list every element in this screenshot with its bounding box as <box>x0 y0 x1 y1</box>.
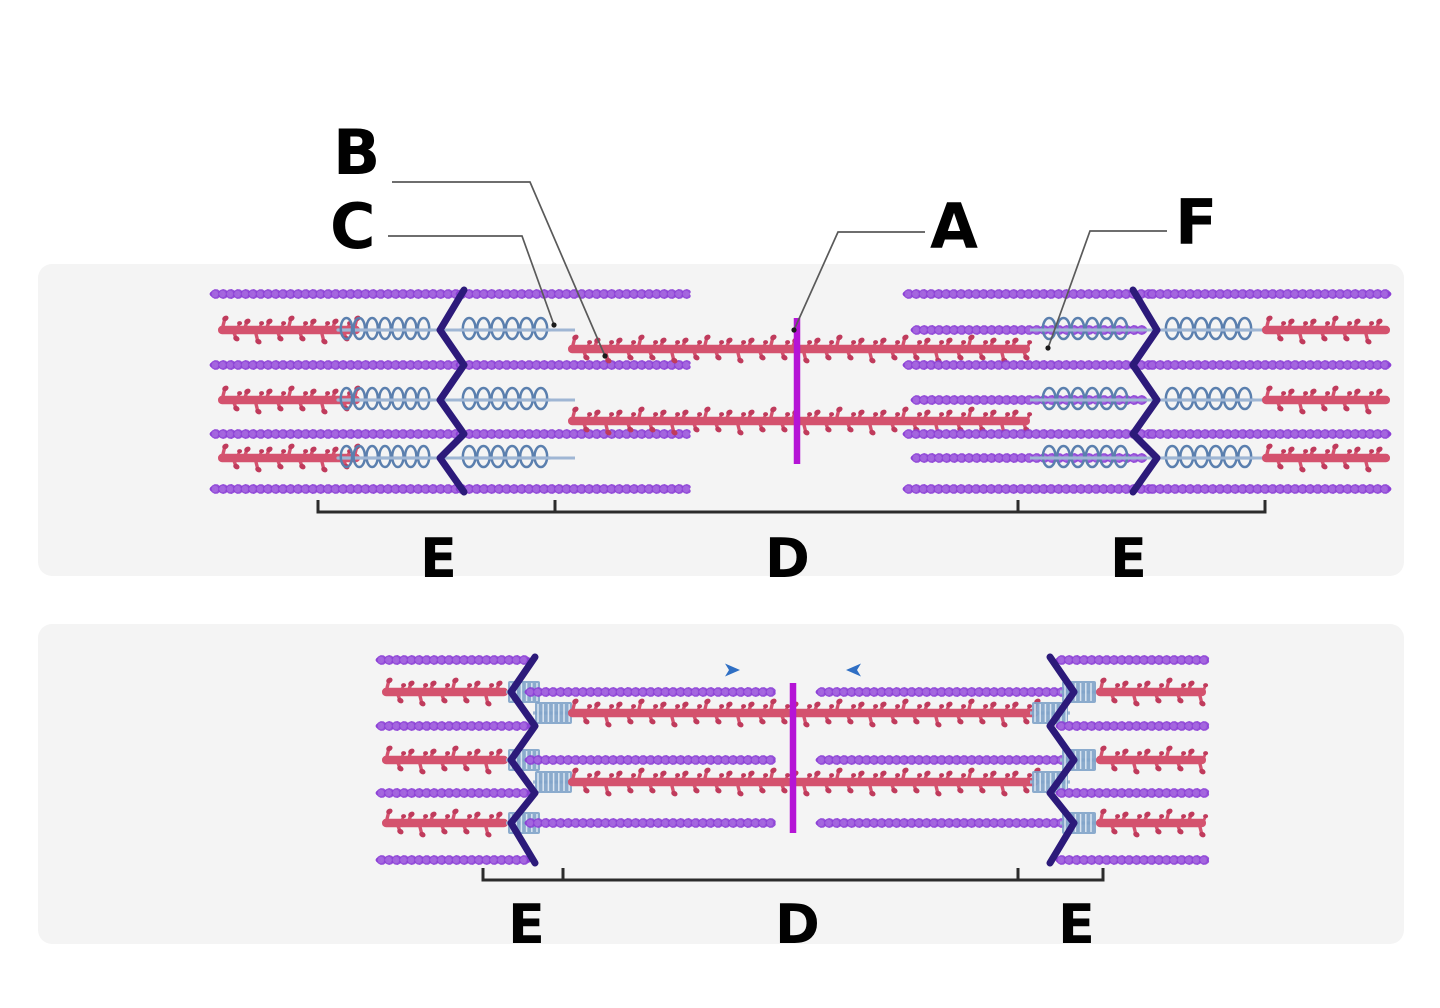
callout-label-A: A <box>930 190 978 263</box>
bracket-label-E-right-relaxed: E <box>1110 527 1147 590</box>
panel-contracted-sarcomere <box>38 624 1404 944</box>
bracket-label-D-relaxed: D <box>765 527 810 590</box>
bracket-label-D-contracted: D <box>775 893 820 956</box>
panel-relaxed-sarcomere <box>38 264 1404 576</box>
bracket-label-E-left-contracted: E <box>508 893 545 956</box>
bracket-label-E-right-contracted: E <box>1058 893 1095 956</box>
callout-label-F: F <box>1175 186 1217 259</box>
callout-label-C: C <box>330 190 376 263</box>
bracket-label-E-left-relaxed: E <box>420 527 457 590</box>
callout-label-B: B <box>333 116 380 189</box>
